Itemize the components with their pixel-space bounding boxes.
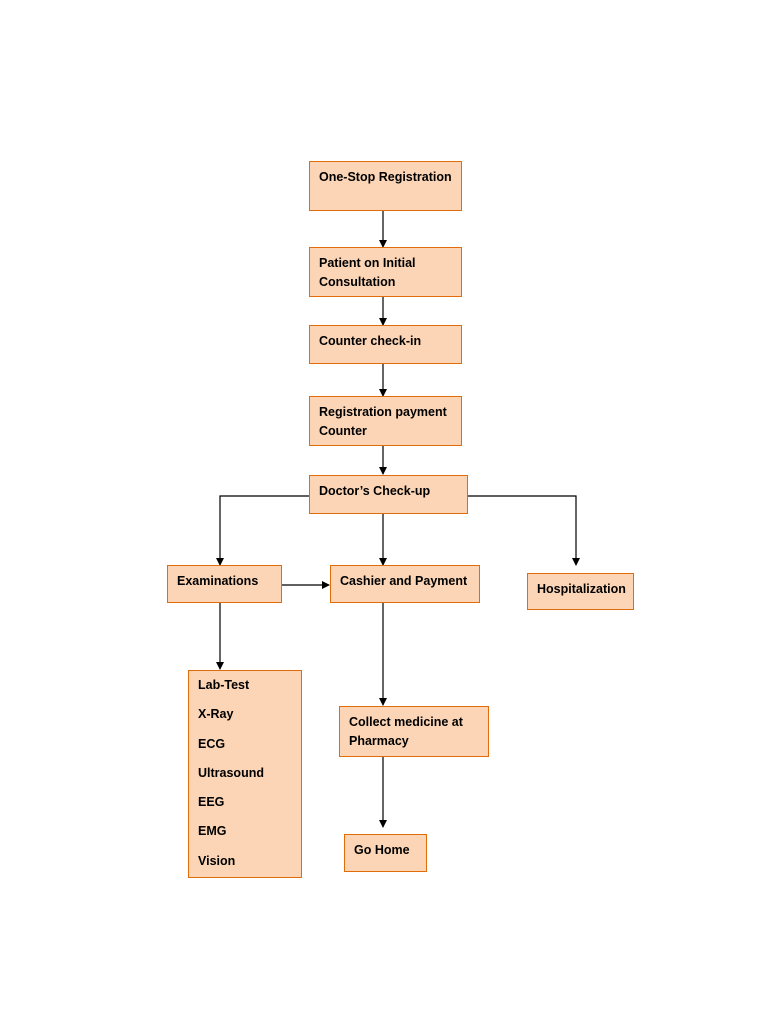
exam-item-vision: Vision <box>198 853 236 868</box>
node-label: Examinations <box>177 574 259 588</box>
exam-item-eeg: EEG <box>198 795 225 810</box>
node-label: Counter check-in <box>319 334 422 348</box>
exam-item-emg: EMG <box>198 824 227 839</box>
exam-item-ecg: ECG <box>198 736 226 751</box>
node-go-home: Go Home <box>344 834 427 872</box>
node-label: Patient on Initial Consultation <box>319 256 416 289</box>
exam-item-lab-test: Lab-Test <box>198 678 250 692</box>
exam-item-x-ray: X-Ray <box>198 707 234 722</box>
node-collect-medicine: Collect medicine at Pharmacy <box>339 706 489 757</box>
node-doctor-checkup: Doctor’s Check-up <box>309 475 468 514</box>
node-label: Go Home <box>354 843 410 857</box>
node-initial-consultation: Patient on Initial Consultation <box>309 247 462 297</box>
node-one-stop-registration: One-Stop Registration <box>309 161 462 211</box>
node-label: One-Stop Registration <box>319 170 452 184</box>
arrow-doctor-to-examinations <box>216 495 309 566</box>
node-cashier-and-payment: Cashier and Payment <box>330 565 480 603</box>
node-examination-list: Lab-Test X-Ray ECG Ultrasound EEG EMG Vi… <box>188 670 302 878</box>
arrow-doctor-to-hospitalization <box>468 495 580 566</box>
node-label: Registration payment Counter <box>319 405 447 438</box>
node-label: Cashier and Payment <box>340 574 468 588</box>
node-label: Doctor’s Check-up <box>319 484 431 498</box>
node-hospitalization: Hospitalization <box>527 573 634 610</box>
node-registration-payment-counter: Registration payment Counter <box>309 396 462 446</box>
node-label: Collect medicine at Pharmacy <box>349 715 463 748</box>
node-label: Hospitalization <box>537 582 626 596</box>
exam-item-ultrasound: Ultrasound <box>198 765 264 780</box>
node-counter-checkin: Counter check-in <box>309 325 462 364</box>
node-examinations: Examinations <box>167 565 282 603</box>
